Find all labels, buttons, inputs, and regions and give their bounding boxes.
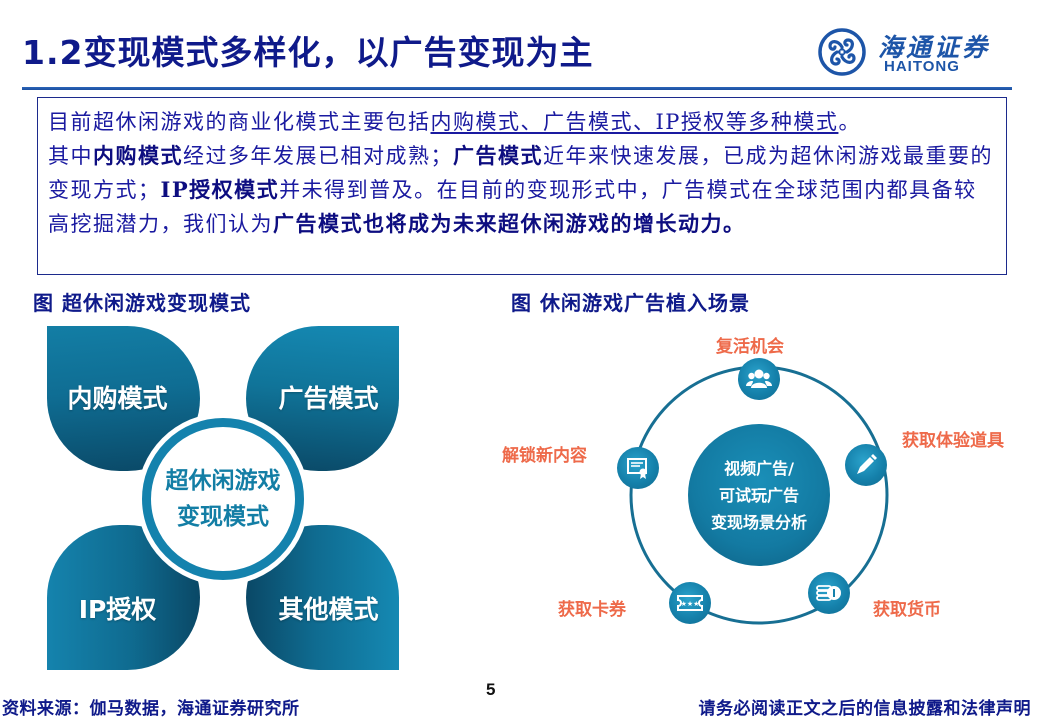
hub-line: 视频广告/ — [724, 458, 794, 478]
certificate-icon — [627, 458, 647, 479]
monetization-model-diagram: 内购模式 广告模式 IP授权 其他模式 超休闲游戏 变现模式 — [47, 326, 399, 670]
figure-caption-left: 图 超休闲游戏变现模式 — [33, 291, 251, 315]
scene-label-coupon: 获取卡券 — [558, 600, 626, 620]
scene-label-unlock: 解锁新内容 — [502, 446, 587, 466]
summary-bold-ad: 广告模式 — [453, 143, 543, 168]
petal-label: 其他模式 — [278, 594, 379, 624]
hub-line: 变现场景分析 — [710, 512, 807, 532]
scene-node-revive — [738, 358, 780, 400]
scene-hub: 视频广告/ 可试玩广告 变现场景分析 — [688, 424, 830, 566]
summary-bold-iap: 内购模式 — [93, 143, 183, 168]
petal-other: 其他模式 — [246, 525, 399, 670]
petal-iap: 内购模式 — [47, 326, 200, 471]
petal-label: 内购模式 — [67, 383, 168, 413]
summary-underlined-models: 内购模式、广告模式、IP授权等多种模式 — [430, 110, 839, 134]
pen-icon — [857, 454, 877, 474]
petal-label: 广告模式 — [278, 383, 379, 413]
summary-bold-ip: IP授权模式 — [160, 177, 280, 202]
haitong-logo-icon — [818, 28, 866, 76]
scene-node-coupon: ★★★ — [669, 582, 711, 624]
coins-icon — [816, 585, 841, 601]
source-note: 资料来源：伽马数据，海通证券研究所 — [2, 699, 300, 718]
summary-box: 目前超休闲游戏的商业化模式主要包括内购模式、广告模式、IP授权等多种模式。 其中… — [37, 97, 1007, 275]
ticket-icon: ★★★ — [677, 595, 703, 611]
haitong-logo: 海通证券 HAITONG — [818, 26, 1008, 78]
legal-disclaimer: 请务必阅读正文之后的信息披露和法律声明 — [698, 699, 1031, 718]
svg-text:★★★: ★★★ — [681, 600, 700, 608]
figure-caption-right: 图 休闲游戏广告植入场景 — [511, 291, 750, 315]
summary-text: 其中 — [48, 144, 93, 168]
logo-chinese-name: 海通证券 — [878, 33, 991, 62]
scene-node-trial-item — [845, 444, 887, 486]
page-number: 5 — [486, 680, 496, 699]
hub-line: 变现模式 — [177, 504, 269, 530]
hub-line: 可试玩广告 — [718, 485, 799, 505]
users-icon — [746, 369, 772, 388]
summary-text: 近年来快速发展，已成为超休闲游戏最重要的变现方式； — [48, 144, 993, 202]
summary-text: 目前超休闲游戏的商业化模式主要包括 — [48, 110, 431, 134]
scene-label-currency: 获取货币 — [873, 600, 941, 620]
summary-bold-conclusion: 广告模式也将成为未来超休闲游戏的增长动力。 — [273, 211, 746, 236]
scene-node-currency — [808, 572, 850, 614]
summary-text: 并未得到普及。在目前的变现形式中，广告模式在全球范围内都具备较高挖掘潜力，我们认… — [48, 178, 977, 236]
scene-label-trial-item: 获取体验道具 — [902, 431, 1004, 451]
scene-label-revive: 复活机会 — [716, 337, 784, 357]
ad-scene-diagram: 视频广告/ 可试玩广告 变现场景分析 复活机会 获取体验道具 获 — [490, 320, 1035, 660]
summary-text: 经过多年发展已相对成熟； — [183, 144, 453, 168]
hub-line: 超休闲游戏 — [165, 468, 281, 494]
logo-english-name: HAITONG — [884, 58, 960, 75]
summary-text: 。 — [838, 110, 861, 134]
title-divider — [22, 87, 1012, 90]
center-hub: 超休闲游戏 变现模式 — [142, 418, 304, 580]
petal-label: IP授权 — [78, 594, 157, 624]
slide-title: 1.2变现模式多样化，以广告变现为主 — [22, 33, 594, 72]
scene-node-unlock — [617, 447, 659, 489]
